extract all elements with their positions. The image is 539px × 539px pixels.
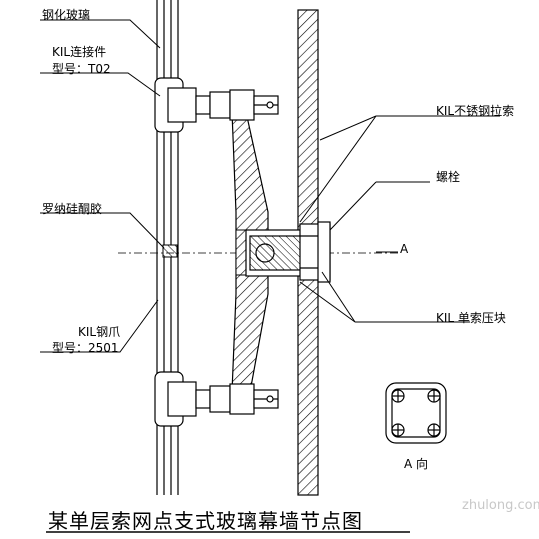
label-view-a: A 向: [404, 457, 429, 471]
label-claw-model: 型号：2501: [52, 341, 119, 355]
label-connector-model: 型号：T02: [52, 62, 111, 76]
drawing-title: 某单层索网点支式玻璃幕墙节点图: [48, 509, 363, 533]
label-silicone: 罗纳硅酮胶: [42, 202, 103, 216]
label-cable-clamp: KIL 单索压块: [436, 311, 506, 325]
lower-connector: [154, 371, 279, 427]
label-tempered-glass: 钢化玻璃: [42, 8, 91, 22]
silicone-joint: [162, 244, 178, 258]
label-direction-a: A: [400, 242, 409, 256]
leader-lines: [40, 19, 500, 353]
cable-clamp-assembly: [245, 221, 331, 283]
label-steel-cable: KIL不锈钢拉索: [436, 104, 515, 118]
steel-cable-section: [255, 243, 275, 263]
label-claw: KIL钢爪: [78, 325, 121, 339]
label-bolt: 螺栓: [436, 170, 461, 184]
view-a-detail: [385, 382, 447, 444]
label-connector: KIL连接件: [52, 45, 107, 59]
watermark: zhulong.com: [462, 498, 539, 513]
upper-connector: [154, 77, 279, 133]
